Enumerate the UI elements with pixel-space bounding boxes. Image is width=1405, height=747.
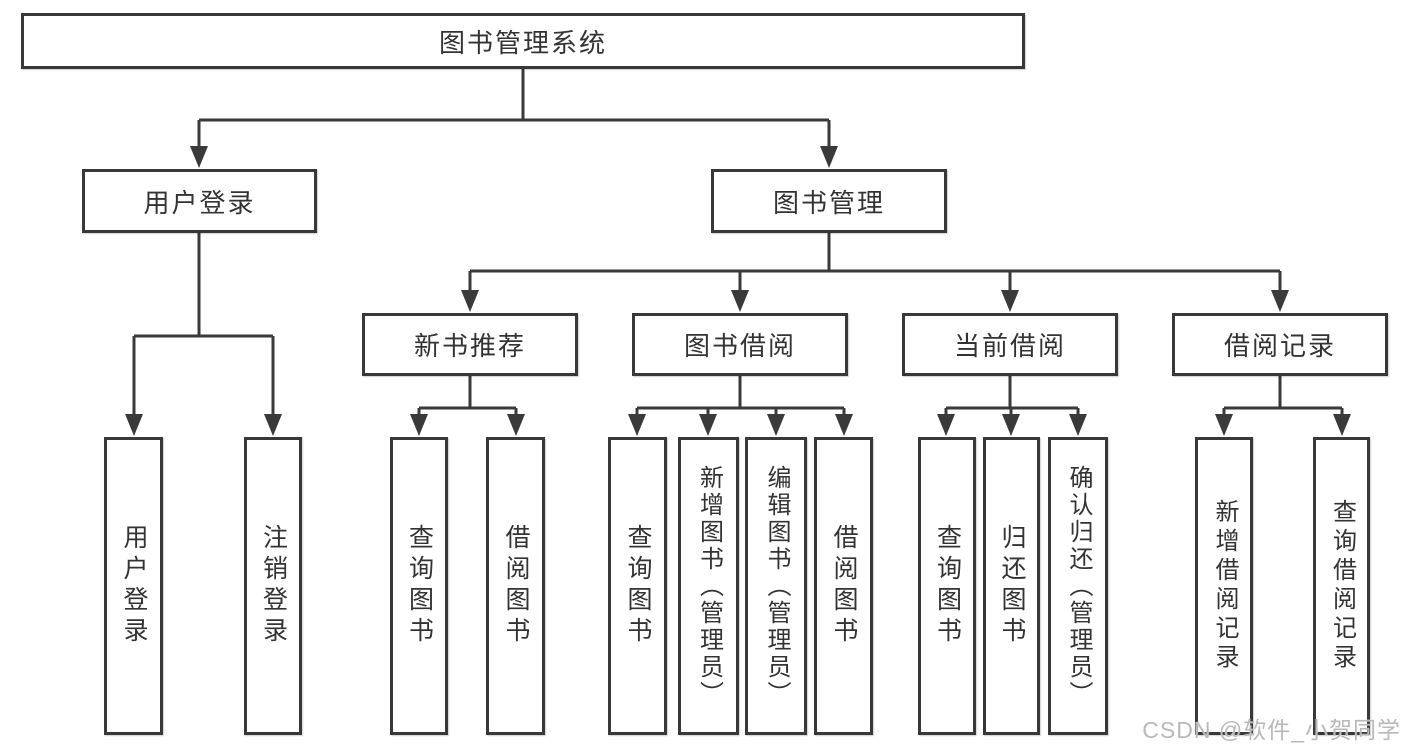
node-borrow-records: 借阅记录 <box>1172 313 1388 376</box>
node-root-label: 图书管理系统 <box>438 27 607 58</box>
node-new-book-recommend: 新书推荐 <box>362 313 578 376</box>
node-user-login-label: 用户登录 <box>143 187 256 218</box>
node-new-book-recommend-label: 新书推荐 <box>413 331 526 361</box>
leaf-query-borrow-record-label: 查询借阅记录 <box>1328 499 1356 673</box>
leaf-current-query-books: 查询图书 <box>918 437 976 735</box>
leaf-borrow-query-books-label: 查询图书 <box>624 524 652 648</box>
leaf-borrow-books-label: 借阅图书 <box>830 524 858 648</box>
node-user-login: 用户登录 <box>82 169 317 233</box>
arrowheads <box>125 146 1351 436</box>
leaf-borrow-books: 借阅图书 <box>814 437 873 735</box>
leaf-user-login: 用户登录 <box>104 437 163 735</box>
csdn-watermark: CSDN @软件_小贺同学 <box>1142 717 1401 743</box>
leaf-add-borrow-record: 新增借阅记录 <box>1195 437 1253 735</box>
node-root: 图书管理系统 <box>21 13 1025 69</box>
leaf-query-borrow-record: 查询借阅记录 <box>1313 437 1370 735</box>
leaf-current-query-books-label: 查询图书 <box>933 524 962 648</box>
leaf-add-books-admin: 新增图书（管理员） <box>678 437 739 735</box>
leaf-edit-books-admin: 编辑图书（管理员） <box>745 437 807 735</box>
leaf-return-books: 归还图书 <box>983 437 1040 735</box>
leaf-add-books-admin-label: 新增图书（管理员） <box>695 464 723 708</box>
node-book-management: 图书管理 <box>711 169 947 233</box>
node-borrow-records-label: 借阅记录 <box>1223 331 1336 361</box>
leaf-confirm-return-admin-label: 确认归还（管理员） <box>1065 464 1092 708</box>
node-book-management-label: 图书管理 <box>772 187 885 218</box>
leaf-recommend-borrow-books: 借阅图书 <box>486 437 545 735</box>
node-book-borrow: 图书借阅 <box>632 313 848 376</box>
node-current-borrow: 当前借阅 <box>902 313 1118 376</box>
node-book-borrow-label: 图书借阅 <box>683 331 796 361</box>
leaf-confirm-return-admin: 确认归还（管理员） <box>1048 437 1108 735</box>
leaf-recommend-query-books: 查询图书 <box>390 437 448 735</box>
leaf-user-login-label: 用户登录 <box>120 524 148 648</box>
leaf-borrow-query-books: 查询图书 <box>608 437 667 735</box>
leaf-add-borrow-record-label: 新增借阅记录 <box>1211 499 1238 673</box>
node-current-borrow-label: 当前借阅 <box>953 331 1066 361</box>
leaf-recommend-query-books-label: 查询图书 <box>405 524 434 648</box>
leaf-return-books-label: 归还图书 <box>998 524 1026 648</box>
leaf-recommend-borrow-books-label: 借阅图书 <box>502 524 530 648</box>
leaf-edit-books-admin-label: 编辑图书（管理员） <box>763 464 790 708</box>
leaf-logout: 注销登录 <box>244 437 302 735</box>
leaf-logout-label: 注销登录 <box>259 524 288 648</box>
